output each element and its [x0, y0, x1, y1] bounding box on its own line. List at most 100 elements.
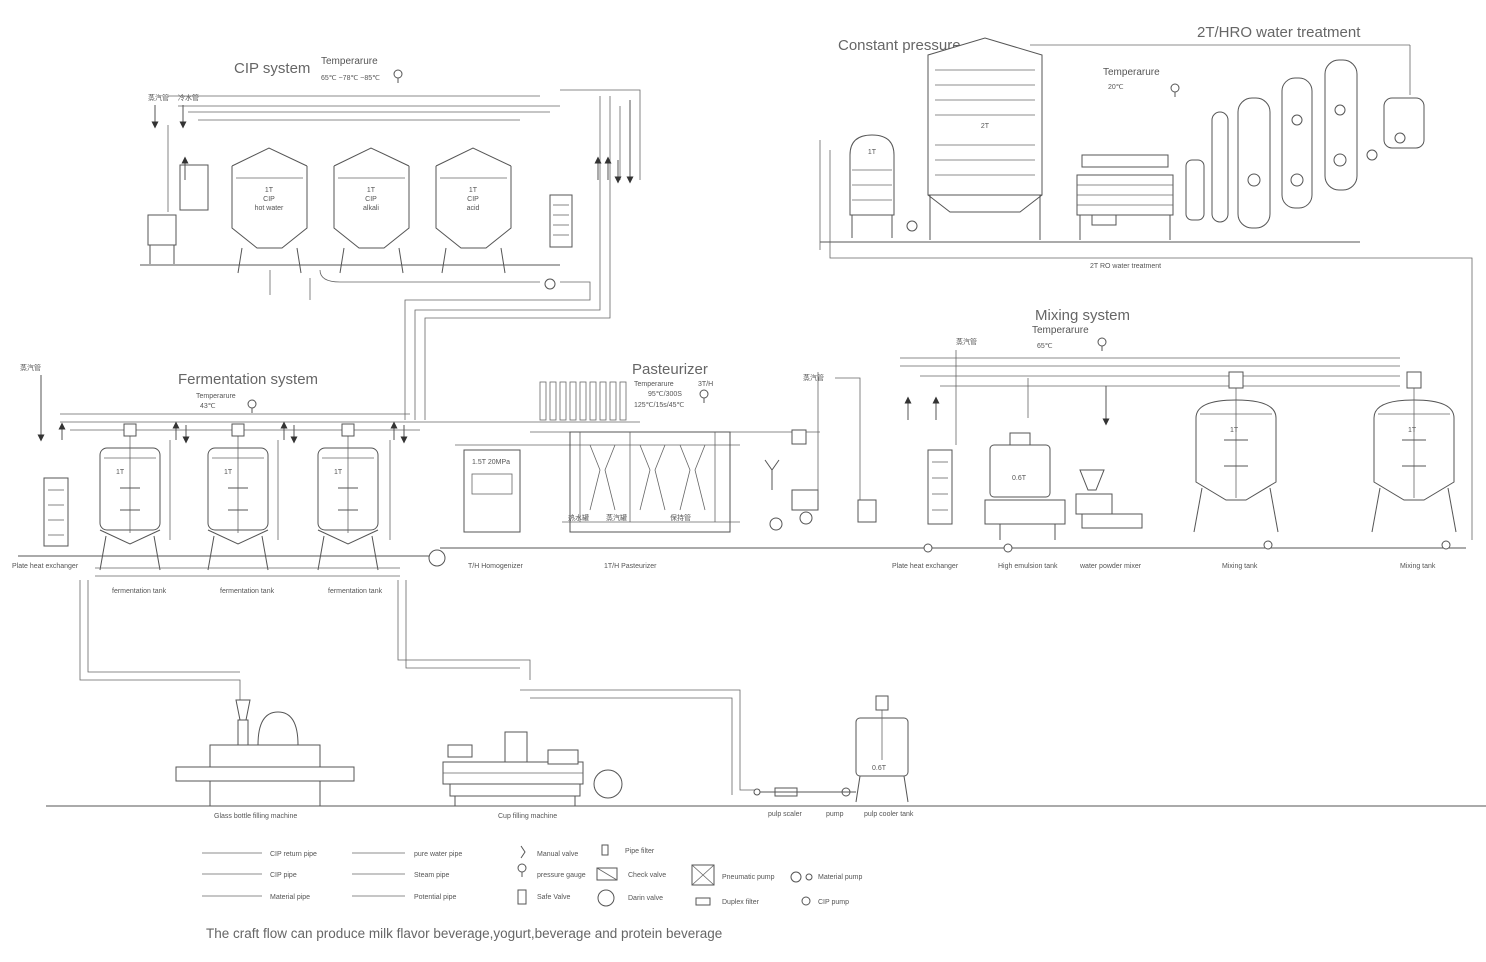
cip-acid-tank: 1T CIP acid [435, 147, 512, 274]
svg-text:0.6T: 0.6T [1012, 475, 1027, 482]
mixing-temp-value: 65℃ [1037, 343, 1053, 350]
powder-mixer-label: water powder mixer [1079, 563, 1142, 570]
safe-valve-icon [517, 889, 527, 905]
svg-text:蒸汽管: 蒸汽管 [956, 337, 977, 346]
emulsion-tank-label: High emulsion tank [998, 563, 1058, 570]
fermentation-tank-1: 1T [99, 423, 161, 571]
wt-temp-label: Temperarure [1103, 67, 1160, 78]
mixing-system: Mixing system Temperarure 65℃ 蒸汽管 0.6T [892, 307, 1466, 570]
pressure-gauge-icon [393, 69, 403, 84]
mixing-temp-label: Temperarure [1032, 325, 1089, 336]
pressure-gauge-icon [247, 399, 257, 414]
plate-heat-exchanger-1-label: Plate heat exchanger [12, 563, 79, 570]
pasteurizer-system: Pasteurizer Temperarure 95℃/300S 125℃/15… [428, 361, 900, 570]
pressure-gauge-icon [1097, 337, 1107, 352]
duplex-filter-icon [695, 897, 711, 906]
legend-material-pump: Material pump [818, 874, 862, 881]
pasteurizer-label: 1T/H Pasteurizer [604, 563, 657, 570]
pressure-gauge-icon [517, 863, 527, 878]
svg-text:1.5T 20MPa: 1.5T 20MPa [472, 459, 510, 466]
legend-steam-pipe: Steam pipe [414, 872, 450, 879]
pulp-cooler-label: pulp cooler tank [864, 811, 914, 818]
ferm-temp-value: 43℃ [200, 403, 216, 410]
svg-text:CIP: CIP [365, 196, 377, 203]
svg-text:蒸汽管: 蒸汽管 [148, 93, 169, 102]
past-temp-value: 95℃/300S [648, 391, 682, 398]
svg-text:1T: 1T [868, 149, 877, 156]
legend-pipe-filter: Pipe filter [625, 848, 655, 855]
water-tank-2t: 2T [927, 37, 1043, 240]
pressure-gauge-icon [699, 389, 709, 404]
water-tank-1t: 1T [849, 134, 895, 238]
past-capacity: 3T/H [698, 381, 713, 388]
cip-temp-label: Temperarure [321, 56, 378, 67]
svg-text:1T: 1T [265, 187, 274, 194]
legend-safe-valve: Safe Valve [537, 894, 570, 901]
fermentation-tank-1-label: fermentation tank [112, 588, 167, 595]
legend-duplex-filter: Duplex filter [722, 899, 760, 906]
wt-temp-value: 20℃ [1108, 84, 1124, 91]
svg-text:1T: 1T [334, 469, 343, 476]
svg-text:1T: 1T [1408, 427, 1417, 434]
ferm-temp-label: Temperarure [196, 393, 236, 400]
legend-check-valve: Check valve [628, 872, 666, 879]
svg-text:alkali: alkali [363, 205, 379, 212]
material-pump-icon [790, 871, 802, 883]
cip-pump-icon [801, 896, 811, 906]
legend-cip-pump: CIP pump [818, 899, 849, 906]
pipe-filter-icon [601, 844, 609, 856]
cip-system: CIP system Temperarure 65℃ ~78℃ ~85℃ 蒸汽管… [140, 56, 641, 420]
water-treatment-caption: 2T RO water treatment [1090, 263, 1161, 270]
fermentation-system: Fermentation system Temperarure 43℃ 蒸汽管 … [12, 363, 640, 595]
mixing-tank-2-label: Mixing tank [1400, 563, 1436, 570]
water-treatment-title: 2T/HRO water treatment [1197, 24, 1361, 41]
cip-title: CIP system [234, 60, 310, 77]
legend-cip-return: CIP return pipe [270, 851, 317, 858]
legend-manual-valve: Manual valve [537, 851, 578, 858]
manual-valve-icon [520, 845, 526, 859]
legend-material-pipe: Material pipe [270, 894, 310, 901]
svg-text:热水罐: 热水罐 [568, 513, 589, 522]
cip-alkali-tank: 1T CIP alkali [333, 147, 410, 274]
footer-note: The craft flow can produce milk flavor b… [206, 926, 722, 941]
svg-text:保持管: 保持管 [670, 513, 691, 522]
water-treatment-system: Constant pressure 2T/HRO water treatment… [819, 24, 1473, 540]
svg-text:2T: 2T [981, 123, 990, 130]
svg-text:hot water: hot water [255, 205, 284, 212]
mixing-title: Mixing system [1035, 307, 1130, 324]
legend-pure-water: pure water pipe [414, 851, 462, 858]
svg-text:蒸汽管: 蒸汽管 [20, 363, 41, 372]
mixing-tank-1-label: Mixing tank [1222, 563, 1258, 570]
fermentation-tank-3-label: fermentation tank [328, 588, 383, 595]
pulp-scaler-label: pulp scaler [768, 811, 803, 818]
filling-line: 0.6T Glass bottle filling machine Cup fi… [46, 580, 1486, 820]
fermentation-tank-2: 1T [207, 423, 269, 571]
plate-heat-exchanger-2-label: Plate heat exchanger [892, 563, 959, 570]
constant-pressure-title: Constant pressure [838, 37, 961, 54]
svg-text:冷水管: 冷水管 [178, 93, 199, 102]
glass-filling-label: Glass bottle filling machine [214, 813, 297, 820]
mixing-tank-1: 1T [1193, 371, 1279, 533]
fermentation-tank-2-label: fermentation tank [220, 588, 275, 595]
high-emulsion-tank: 0.6T [984, 432, 1066, 540]
svg-text:CIP: CIP [467, 196, 479, 203]
drain-valve-icon [597, 889, 615, 907]
fermentation-title: Fermentation system [178, 371, 318, 388]
svg-text:1T: 1T [1230, 427, 1239, 434]
past-temp-value2: 125℃/15s/45℃ [634, 402, 685, 409]
svg-text:1T: 1T [116, 469, 125, 476]
glass-bottle-filling-machine [175, 699, 355, 806]
svg-text:1T: 1T [367, 187, 376, 194]
past-temp-label: Temperarure [634, 381, 674, 388]
fermentation-tank-3: 1T [317, 423, 379, 571]
pasteurizer-title: Pasteurizer [632, 361, 708, 378]
legend-cip-pipe: CIP pipe [270, 872, 297, 879]
svg-text:1T: 1T [224, 469, 233, 476]
pump-label: pump [826, 811, 844, 818]
svg-text:蒸汽罐: 蒸汽罐 [606, 513, 627, 522]
legend: CIP return pipe CIP pipe Material pipe p… [202, 844, 862, 907]
svg-text:CIP: CIP [263, 196, 275, 203]
svg-text:蒸汽管: 蒸汽管 [803, 373, 824, 382]
